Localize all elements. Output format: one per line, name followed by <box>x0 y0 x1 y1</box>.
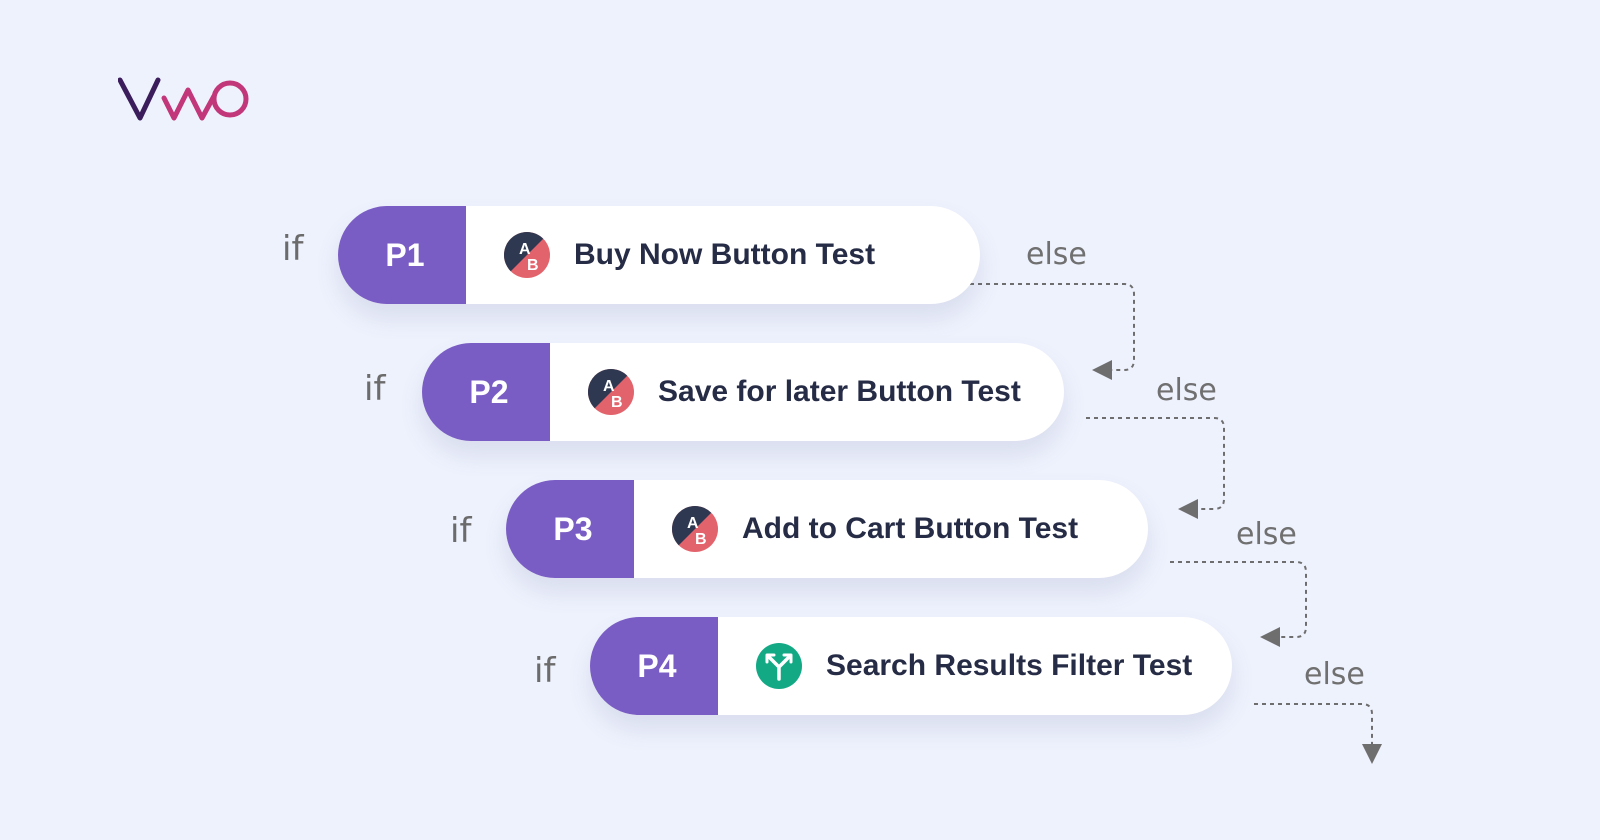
ab-test-icon: A B <box>504 232 550 278</box>
campaign-name: Search Results Filter Test <box>826 649 1193 682</box>
campaign-name: Save for later Button Test <box>658 375 1021 408</box>
priority-badge: P1 <box>338 206 466 304</box>
ab-test-icon: A B <box>588 369 634 415</box>
svg-text:B: B <box>527 257 539 274</box>
else-label: else <box>1026 237 1087 272</box>
priority-badge: P2 <box>422 343 550 441</box>
else-label: else <box>1156 373 1217 408</box>
svg-text:A: A <box>603 378 615 395</box>
campaign-name: Buy Now Button Test <box>574 238 876 271</box>
campaign-pill-p2[interactable]: P2 A B Save for later Button Test <box>422 343 1064 441</box>
priority-badge: P4 <box>590 617 718 715</box>
campaign-pill-p3[interactable]: P3 A B Add to Cart Button Test <box>506 480 1148 578</box>
svg-text:B: B <box>611 394 623 411</box>
svg-text:A: A <box>519 241 531 258</box>
vwo-logo <box>118 72 258 124</box>
else-connector-4 <box>1254 703 1382 764</box>
if-label: if <box>450 511 472 551</box>
campaign-pill-p4[interactable]: P4 Search Results Filter Test <box>590 617 1232 715</box>
vwo-logo-mark <box>118 77 249 121</box>
if-label: if <box>534 651 556 691</box>
if-label: if <box>282 229 304 269</box>
priority-badge: P3 <box>506 480 634 578</box>
campaign-pill-p1[interactable]: P1 A B Buy Now Button Test <box>338 206 980 304</box>
svg-text:A: A <box>687 515 699 532</box>
else-label: else <box>1304 657 1365 692</box>
if-label: if <box>364 369 386 409</box>
else-label: else <box>1236 517 1297 552</box>
split-test-icon <box>756 643 802 689</box>
svg-text:B: B <box>695 531 707 548</box>
campaign-name: Add to Cart Button Test <box>742 512 1079 545</box>
ab-test-icon: A B <box>672 506 718 552</box>
